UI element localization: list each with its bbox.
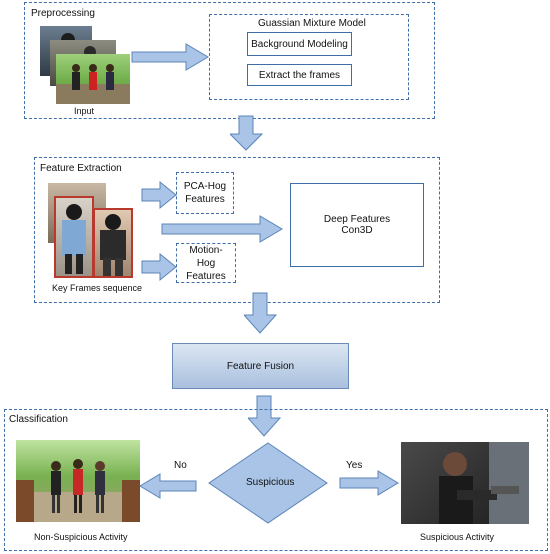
arrow-preprocessing-to-features — [230, 115, 264, 151]
arrow-input-to-gmm — [131, 43, 209, 71]
preprocessing-panel — [24, 2, 435, 119]
pca-hog-box: PCA-Hog Features — [176, 172, 234, 214]
key-frames-label: Key Frames sequence — [52, 283, 143, 293]
deep-features-line2: Con3D — [341, 225, 373, 236]
gmm-title: Guassian Mixture Model — [258, 18, 366, 29]
key-frame-1 — [54, 196, 94, 278]
arrow-to-deep-features — [161, 215, 283, 243]
no-label: No — [174, 460, 187, 471]
input-image-3 — [56, 54, 130, 104]
suspicious-decision-label: Suspicious — [246, 477, 295, 488]
non-suspicious-label: Non-Suspicious Activity — [34, 532, 128, 542]
suspicious-diamond — [208, 442, 328, 524]
deep-features-box: Deep Features Con3D — [290, 183, 424, 267]
suspicious-label: Suspicious Activity — [420, 532, 495, 542]
arrow-no — [139, 473, 197, 499]
suspicious-image — [401, 442, 529, 524]
key-frame-2 — [93, 208, 133, 278]
motion-hog-box: Motion- Hog Features — [176, 243, 236, 283]
yes-label: Yes — [346, 460, 363, 471]
non-suspicious-image — [16, 440, 140, 522]
classification-panel — [4, 409, 548, 551]
deep-features-line1: Deep Features — [323, 214, 391, 225]
preprocessing-title: Preprocessing — [31, 8, 95, 19]
arrow-to-pca-hog — [141, 180, 177, 210]
classification-title: Classification — [9, 414, 68, 425]
feature-extraction-panel — [34, 157, 440, 303]
background-modeling-box: Background Modeling — [247, 32, 352, 56]
arrow-yes — [339, 470, 399, 496]
arrow-to-motion-hog — [141, 252, 177, 282]
input-label: Input — [74, 106, 95, 116]
extract-frames-box: Extract the frames — [247, 64, 352, 86]
feature-extraction-title: Feature Extraction — [40, 163, 122, 174]
arrow-fusion-to-classification — [248, 395, 282, 437]
arrow-features-to-fusion — [244, 292, 278, 334]
feature-fusion-box: Feature Fusion — [172, 343, 349, 389]
